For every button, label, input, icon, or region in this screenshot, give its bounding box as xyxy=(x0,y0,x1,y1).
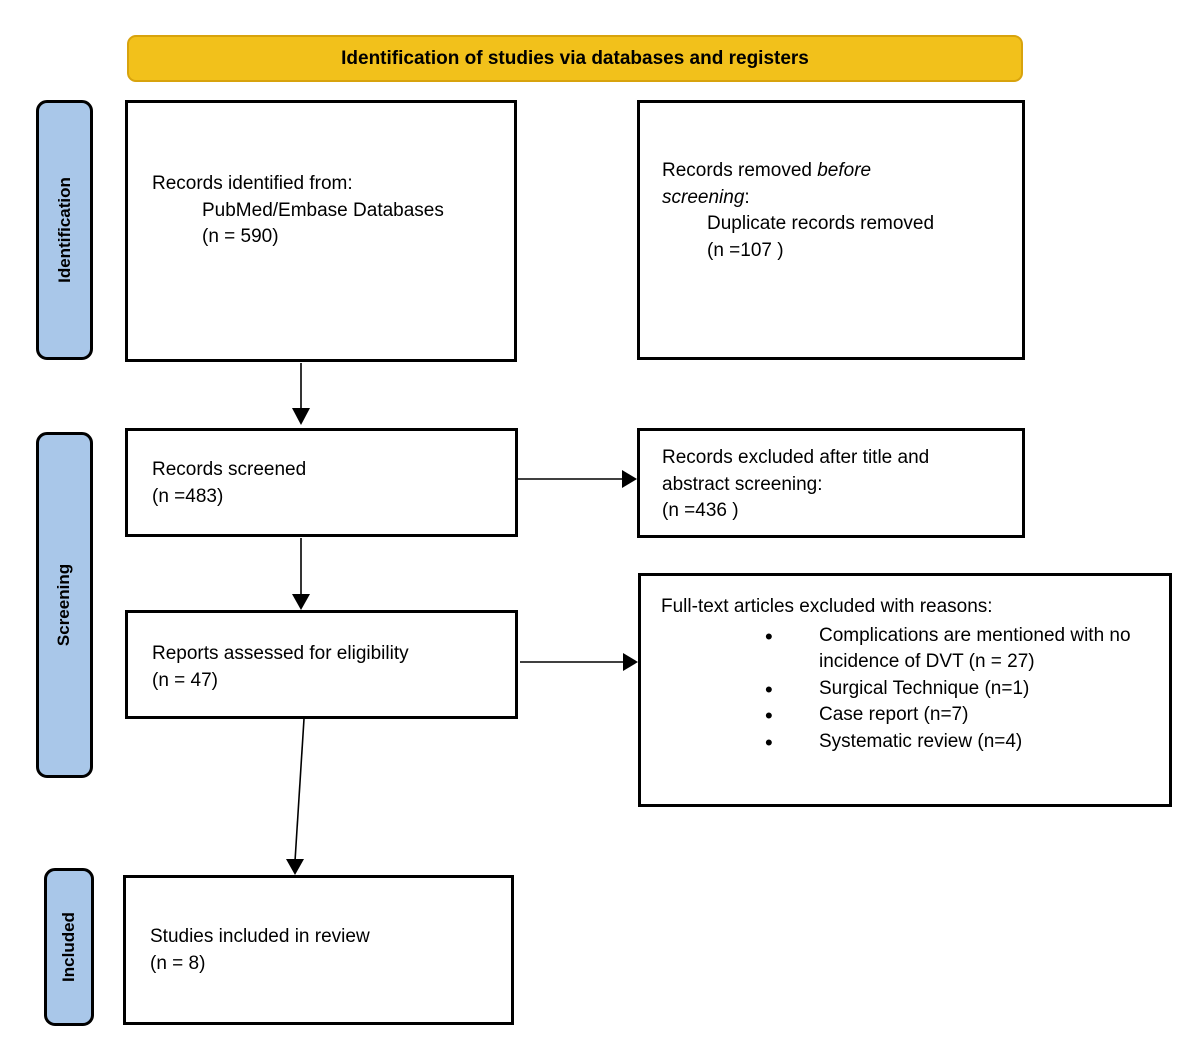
title-banner: Identification of studies via databases … xyxy=(127,35,1023,82)
exclusion-reason-text: Case report (n=7) xyxy=(819,704,969,726)
box-studies-included: Studies included in review (n = 8) xyxy=(123,875,514,1025)
diagram-title: Identification of studies via databases … xyxy=(341,47,809,69)
exclusion-reason: Complications are mentioned with no inci… xyxy=(661,622,1134,676)
exclusion-reason-text: Systematic review (n=4) xyxy=(819,730,1023,752)
arrow-screened-to-assessed xyxy=(292,538,310,610)
arrow-identified-to-screened xyxy=(292,363,310,425)
stage-identification-label: Identification xyxy=(54,177,74,283)
exclusion-reason: Case report (n=7) xyxy=(661,701,1134,731)
fulltext-excluded-title: Full-text articles excluded with reasons… xyxy=(661,596,993,617)
exclusion-reason-text: Complications are mentioned with no inci… xyxy=(819,624,1131,673)
records-identified-count: (n = 590) xyxy=(202,226,279,248)
exclusion-reason: Surgical Technique (n=1) xyxy=(661,675,1134,705)
records-removed-title-italic: before screening xyxy=(662,160,872,208)
reports-assessed-title: Reports assessed for eligibility xyxy=(152,643,409,664)
box-fulltext-excluded: Full-text articles excluded with reasons… xyxy=(638,573,1172,807)
stage-screening: Screening xyxy=(36,432,93,778)
stage-included: Included xyxy=(44,868,94,1026)
exclusion-reason-text: Surgical Technique (n=1) xyxy=(819,677,1030,699)
box-records-identified: Records identified from: PubMed/Embase D… xyxy=(125,100,517,362)
records-removed-title-suffix: : xyxy=(744,186,750,208)
records-screened-title: Records screened xyxy=(152,459,307,480)
records-identified-title: Records identified from: xyxy=(152,173,353,194)
exclusion-reason: Systematic review (n=4) xyxy=(661,728,1134,758)
records-removed-title-prefix: Records removed xyxy=(662,160,818,181)
records-removed-title: Records removed before screening: xyxy=(662,158,942,211)
stage-identification: Identification xyxy=(36,100,93,360)
records-excluded-title: Records excluded after title and abstrac… xyxy=(662,447,930,495)
records-removed-count: (n =107 ) xyxy=(707,239,784,261)
studies-included-count: (n = 8) xyxy=(150,952,206,974)
stage-included-label: Included xyxy=(59,912,78,982)
records-identified-source: PubMed/Embase Databases xyxy=(202,199,444,221)
box-records-screened: Records screened (n =483) xyxy=(125,428,518,537)
box-records-removed: Records removed before screening: Duplic… xyxy=(637,100,1025,360)
box-reports-assessed: Reports assessed for eligibility (n = 47… xyxy=(125,610,518,719)
box-records-excluded: Records excluded after title and abstrac… xyxy=(637,428,1025,538)
stage-screening-label: Screening xyxy=(54,563,74,647)
records-removed-reason: Duplicate records removed xyxy=(707,213,935,235)
records-screened-count: (n =483) xyxy=(152,485,224,507)
studies-included-title: Studies included in review xyxy=(150,926,370,947)
records-excluded-count: (n =436 ) xyxy=(662,500,739,522)
arrow-assessed-to-fulltext-excluded xyxy=(520,653,638,671)
fulltext-excluded-reasons: Complications are mentioned with no inci… xyxy=(661,622,1159,759)
arrow-screened-to-excluded xyxy=(518,470,637,488)
reports-assessed-count: (n = 47) xyxy=(152,669,219,691)
arrow-assessed-to-included xyxy=(286,718,305,875)
